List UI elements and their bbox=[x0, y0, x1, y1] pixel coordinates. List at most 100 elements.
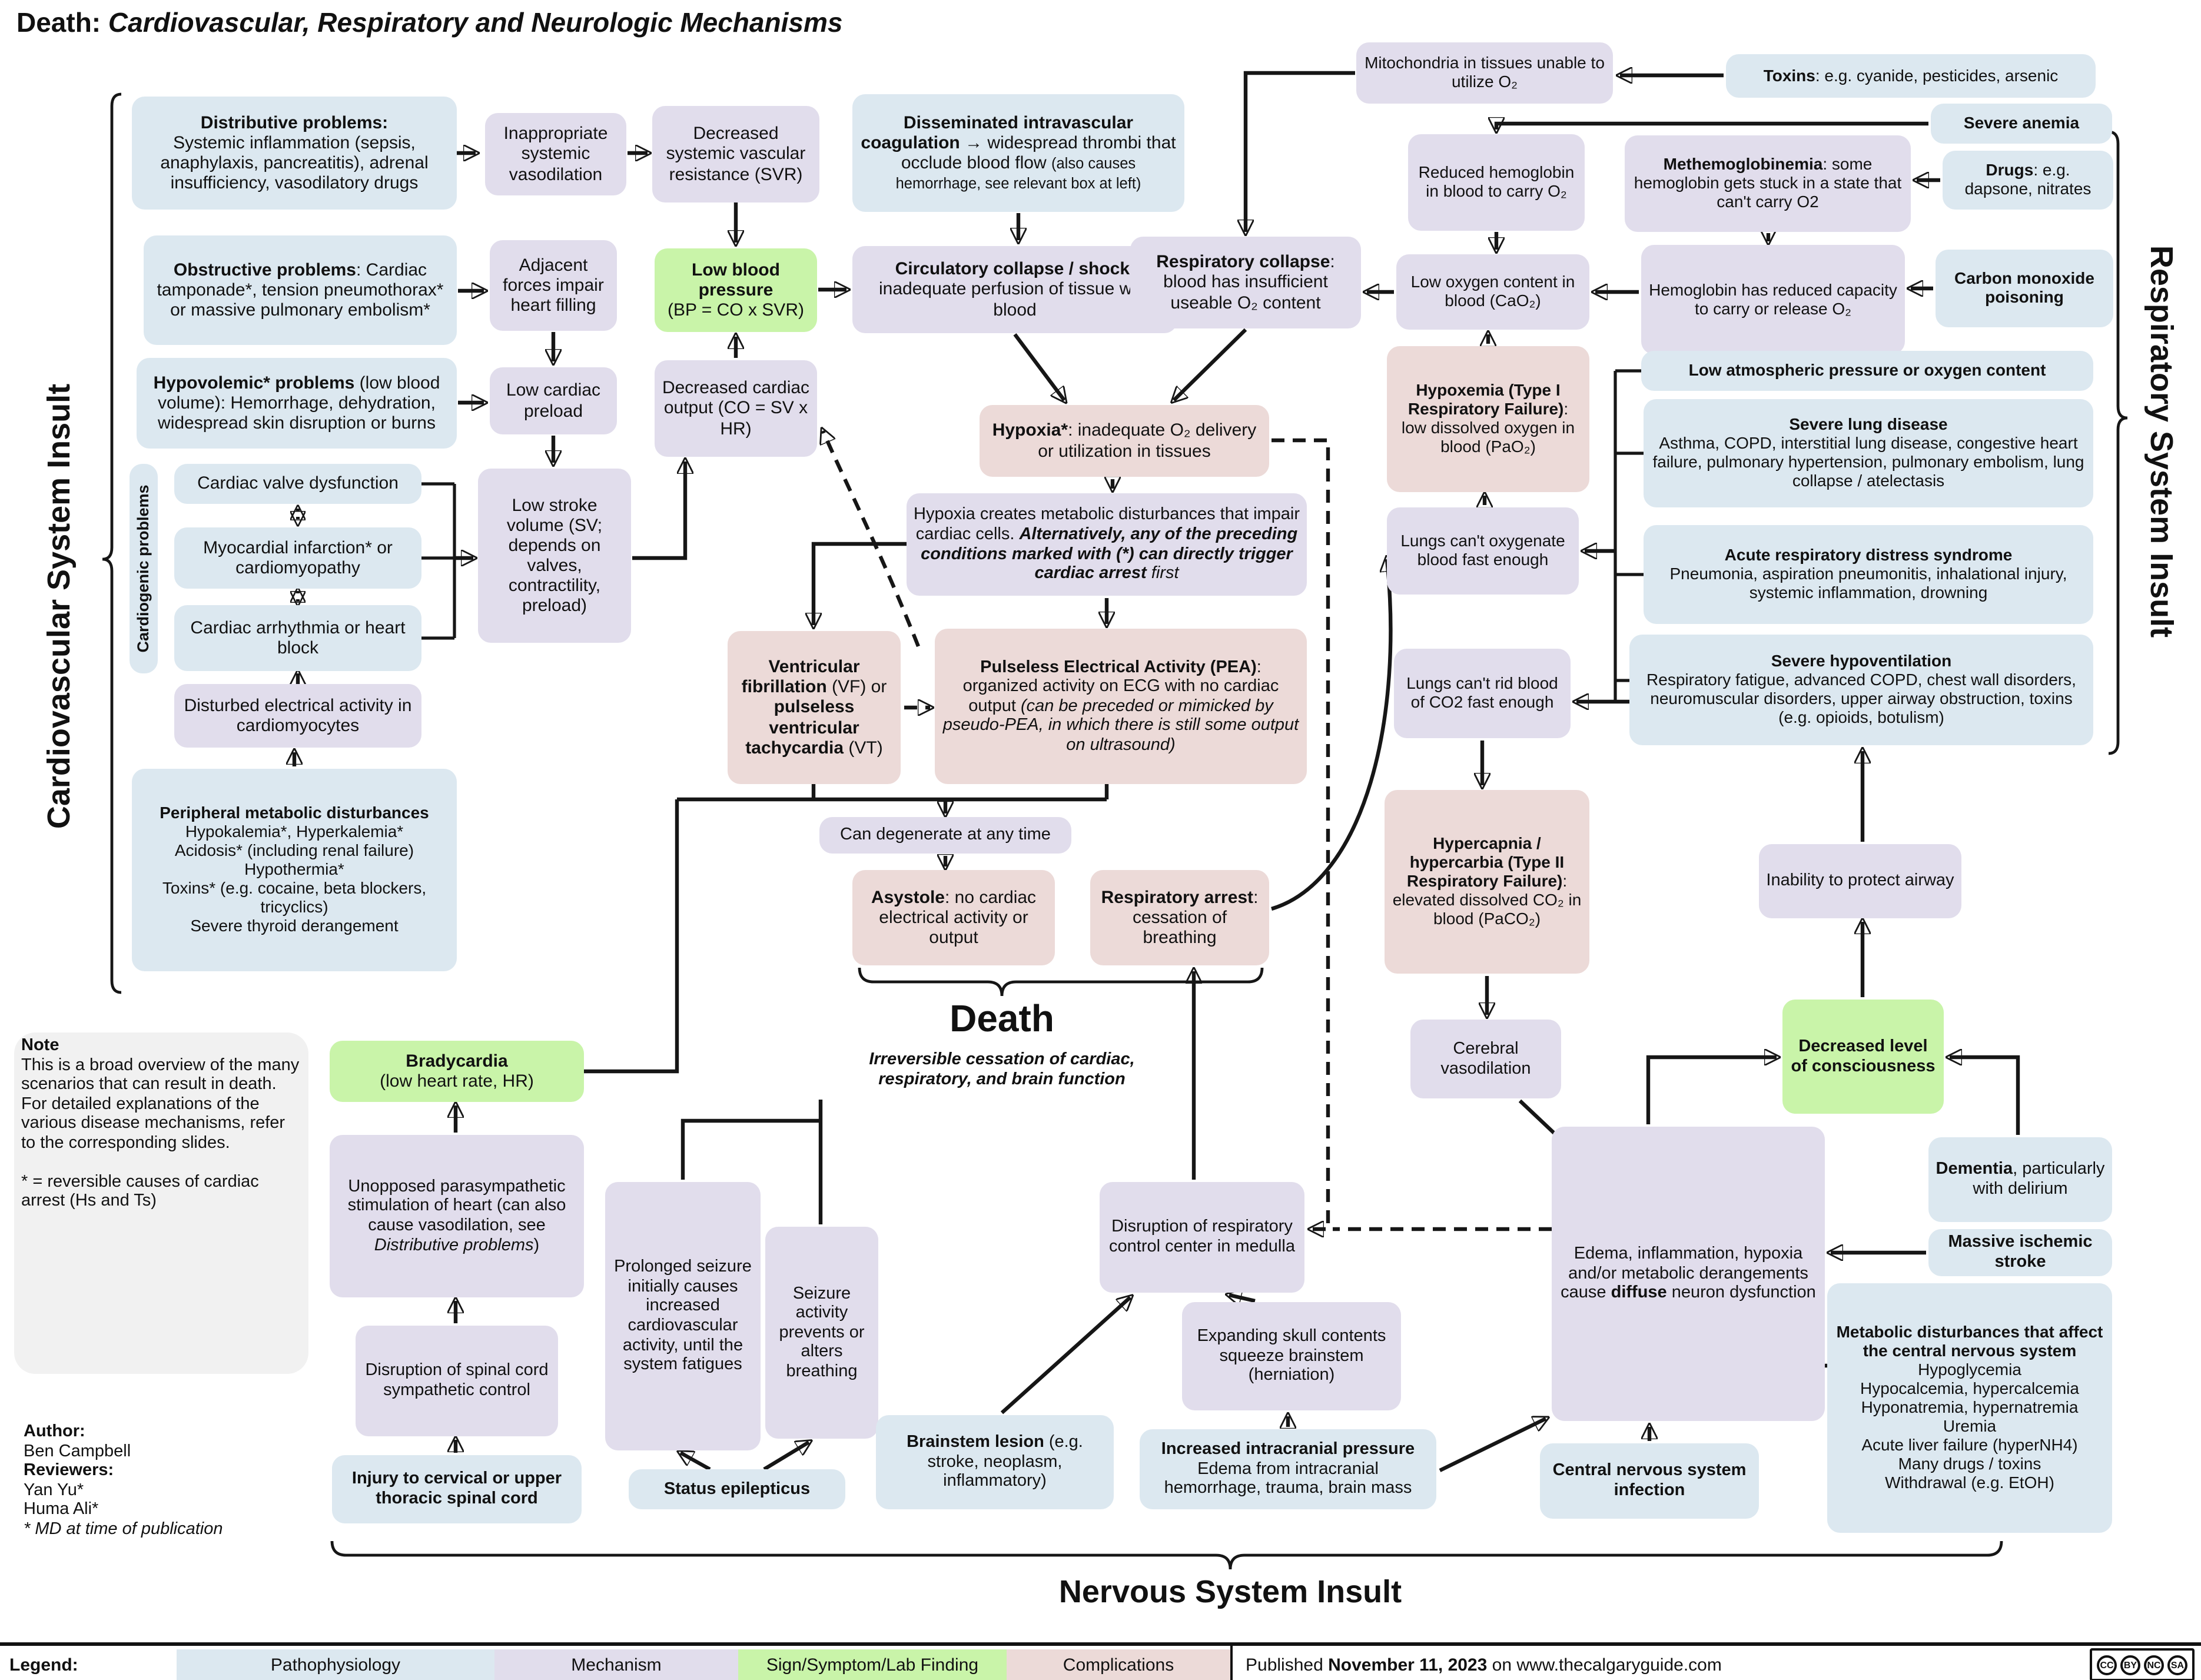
box-mitochondria: Mitochondria in tissues unable to utiliz… bbox=[1356, 42, 1613, 104]
box-edema-inflammation: Edema, inflammation, hypoxia and/or meta… bbox=[1552, 1127, 1825, 1421]
box-hypovolemic-problems: Hypovolemic* problems (low blood volume)… bbox=[137, 358, 457, 449]
box-edema-inflammation-text-0: Edema, inflammation, hypoxia and/or meta… bbox=[1561, 1244, 1808, 1303]
bracket-cardiogenic bbox=[421, 482, 456, 640]
box-peripheral-metabolic-text-0: Peripheral metabolic disturbances bbox=[160, 803, 429, 822]
box-distributive-problems-text-0: Distributive problems: bbox=[200, 112, 389, 133]
box-disruption-spinal: Disruption of spinal cord sympathetic co… bbox=[356, 1326, 558, 1436]
arrow-hypoxiacreates-to-vf bbox=[814, 542, 907, 625]
box-cardiac-valve-dysfunction-text-0: Cardiac valve dysfunction bbox=[197, 473, 399, 494]
box-cerebral-vasodilation-text-0: Cerebral vasodilation bbox=[1440, 1039, 1531, 1078]
box-brainstem-lesion-text-0: Brainstem lesion bbox=[907, 1433, 1044, 1452]
arrow-vf-dashed-to-co bbox=[823, 431, 920, 648]
text-credits-text-3: Yan Yu* Huma Ali* bbox=[24, 1480, 99, 1519]
box-unopposed-parasympathetic: Unopposed parasympathetic stimulation of… bbox=[330, 1135, 584, 1297]
box-note: Note This is a broad overview of the man… bbox=[14, 1032, 308, 1374]
box-decreased-svr: Decreased systemic vascular resistance (… bbox=[652, 106, 819, 202]
box-severe-hypoventilation: Severe hypoventilation Respiratory fatig… bbox=[1629, 635, 2093, 745]
box-massive-ischemic-stroke-text-0: Massive ischemic stroke bbox=[1948, 1233, 2093, 1271]
box-bradycardia-text-1: (low heart rate, HR) bbox=[380, 1071, 534, 1091]
box-methemoglobinemia-text-0: Methemoglobinemia bbox=[1663, 154, 1823, 174]
label-cardiogenic-problems-text-0: Cardiogenic problems bbox=[134, 484, 152, 653]
title-main: Cardiovascular, Respiratory and Neurolog… bbox=[108, 7, 843, 38]
cc-icon-by: BY bbox=[2120, 1655, 2140, 1675]
box-peripheral-metabolic: Peripheral metabolic disturbances Hypoka… bbox=[132, 769, 457, 971]
box-lungs-cant-rid-co2: Lungs can't rid blood of CO2 fast enough bbox=[1394, 649, 1571, 738]
label-respiratory-system-insult-text-0: Respiratory System Insult bbox=[2144, 245, 2180, 638]
box-low-cardiac-preload-text-0: Low cardiac preload bbox=[506, 380, 601, 421]
box-decreased-svr-text-0: Decreased systemic vascular resistance (… bbox=[666, 124, 806, 185]
published-url: on www.thecalgaryguide.com bbox=[1487, 1655, 1722, 1675]
box-severe-anemia: Severe anemia bbox=[1931, 104, 2112, 144]
box-edema-inflammation-text-1: diffuse bbox=[1611, 1283, 1667, 1303]
page-title: Death: Cardiovascular, Respiratory and N… bbox=[16, 7, 842, 39]
box-mitochondria-text-0: Mitochondria in tissues unable to utiliz… bbox=[1365, 53, 1605, 91]
box-carbon-monoxide: Carbon monoxide poisoning bbox=[1936, 250, 2113, 327]
box-obstructive-problems-text-1: : Cardiac tamponade*, tension pneumothor… bbox=[157, 260, 444, 321]
box-hypoxemia-text-0: Hypoxemia (Type I Respiratory Failure) bbox=[1407, 380, 1564, 419]
box-hypoxia-creates-text-1: Alternatively, any of the preceding cond… bbox=[921, 524, 1298, 583]
box-low-oxygen-content-text-0: Low oxygen content in blood (CaO₂) bbox=[1410, 272, 1575, 310]
text-death-subtitle: Irreversible cessation of cardiac, respi… bbox=[825, 1045, 1178, 1095]
box-dic: Disseminated intravascular coagulation →… bbox=[852, 94, 1184, 212]
published-line: Published November 11, 2023 on www.theca… bbox=[1246, 1649, 1722, 1680]
box-unopposed-parasympathetic-text-0: Unopposed parasympathetic stimulation of… bbox=[347, 1177, 566, 1235]
arrow-circulatory-to-hypoxia bbox=[1013, 333, 1064, 400]
label-cardiovascular-system-insult: Cardiovascular System Insult bbox=[35, 241, 82, 971]
box-hemoglobin-reduced-capacity-text-0: Hemoglobin has reduced capacity to carry… bbox=[1649, 280, 1897, 317]
published-prefix: Published bbox=[1246, 1655, 1329, 1675]
box-cardiac-arrhythmia-text-0: Cardiac arrhythmia or heart block bbox=[190, 617, 406, 658]
box-pea-text-0: Pulseless Electrical Activity (PEA) bbox=[980, 658, 1257, 677]
box-dementia-text-0: Dementia bbox=[1936, 1160, 2013, 1179]
box-lungs-cant-oxygenate-text-0: Lungs can't oxygenate blood fast enough bbox=[1400, 531, 1565, 569]
box-respiratory-collapse-text-0: Respiratory collapse bbox=[1156, 252, 1330, 273]
box-peripheral-metabolic-text-1: Hypokalemia*, Hyperkalemia* Acidosis* (i… bbox=[162, 822, 427, 935]
box-edema-inflammation-text-2: neuron dysfunction bbox=[1666, 1283, 1816, 1303]
box-unopposed-parasympathetic-text-2: ) bbox=[533, 1236, 540, 1255]
box-decreased-cardiac-output: Decreased cardiac output (CO = SV x HR) bbox=[655, 360, 817, 457]
box-severe-lung-disease-text-1: Asthma, COPD, interstitial lung disease,… bbox=[1652, 433, 2084, 490]
text-credits: Author: Ben Campbell Reviewers: Yan Yu* … bbox=[16, 1419, 287, 1631]
label-nervous-system-insult-text-0: Nervous System Insult bbox=[1058, 1573, 1402, 1609]
brace-respiratory bbox=[2108, 130, 2128, 755]
box-hypercapnia-text-0: Hypercapnia / hypercarbia (Type II Respi… bbox=[1406, 834, 1565, 891]
box-toxins-text-0: Toxins bbox=[1763, 65, 1815, 85]
box-low-stroke-volume: Low stroke volume (SV; depends on valves… bbox=[478, 469, 631, 643]
box-status-epilepticus: Status epilepticus bbox=[629, 1469, 845, 1509]
box-hypovolemic-problems-text-1: (low blood volume): Hemorrhage, dehydrat… bbox=[158, 373, 440, 434]
box-cns-infection: Central nervous system infection bbox=[1540, 1443, 1759, 1519]
box-dic-text-2: (also causes hemorrhage, see relevant bo… bbox=[895, 154, 1141, 192]
text-death-heading: Death bbox=[884, 992, 1120, 1044]
box-low-atmospheric-pressure-text-0: Low atmospheric pressure or oxygen conte… bbox=[1688, 360, 2046, 380]
arrow-expanding-to-respcenter bbox=[1229, 1295, 1256, 1301]
box-reduced-hemoglobin: Reduced hemoglobin in blood to carry O₂ bbox=[1408, 134, 1585, 231]
box-pea: Pulseless Electrical Activity (PEA): org… bbox=[935, 629, 1307, 784]
box-low-atmospheric-pressure: Low atmospheric pressure or oxygen conte… bbox=[1641, 351, 2093, 391]
box-respiratory-collapse: Respiratory collapse: blood has insuffic… bbox=[1130, 237, 1361, 328]
arrow-anemia-to-reducedhgb bbox=[1496, 124, 1928, 130]
box-ards-text-0: Acute respiratory distress syndrome bbox=[1724, 545, 2013, 565]
box-drugs: Drugs: e.g. dapsone, nitrates bbox=[1943, 151, 2113, 210]
box-metabolic-cns: Metabolic disturbances that affect the c… bbox=[1827, 1283, 2112, 1533]
title-prefix: Death: bbox=[16, 7, 108, 38]
box-dementia: Dementia, particularly with delirium bbox=[1928, 1137, 2112, 1222]
box-respiratory-arrest: Respiratory arrest: cessation of breathi… bbox=[1090, 870, 1269, 965]
box-increased-icp-text-1: Edema from intracranial hemorrhage, trau… bbox=[1164, 1459, 1412, 1498]
box-hypercapnia-text-1: : elevated dissolved CO₂ in blood (PaCO₂… bbox=[1392, 871, 1582, 928]
box-ards: Acute respiratory distress syndrome Pneu… bbox=[1644, 525, 2093, 624]
box-methemoglobinemia-text-1: : some hemoglobin gets stuck in a state … bbox=[1634, 154, 1902, 211]
box-inappropriate-vasodilation-text-0: Inappropriate systemic vasodilation bbox=[503, 124, 608, 185]
box-cardiac-valve-dysfunction: Cardiac valve dysfunction bbox=[174, 464, 421, 504]
box-low-blood-pressure-text-1: (BP = CO x SVR) bbox=[667, 300, 804, 321]
box-cerebral-vasodilation: Cerebral vasodilation bbox=[1410, 1020, 1561, 1098]
legend-label: Legend: bbox=[9, 1655, 78, 1675]
bracket-nervous-system bbox=[330, 1540, 2003, 1570]
text-credits-text-4: * MD at time of publication bbox=[24, 1519, 223, 1539]
box-cns-infection-text-0: Central nervous system infection bbox=[1552, 1461, 1747, 1500]
box-severe-lung-disease-text-0: Severe lung disease bbox=[1789, 414, 1948, 434]
box-can-degenerate-text-0: Can degenerate at any time bbox=[840, 825, 1051, 845]
arrow-strokevolume-to-co bbox=[632, 461, 685, 560]
arrow-status-to-seizureactivity bbox=[763, 1442, 809, 1471]
box-injury-spinal-cord: Injury to cervical or upper thoracic spi… bbox=[332, 1455, 582, 1523]
text-credits-text-0: Author: bbox=[24, 1422, 85, 1441]
